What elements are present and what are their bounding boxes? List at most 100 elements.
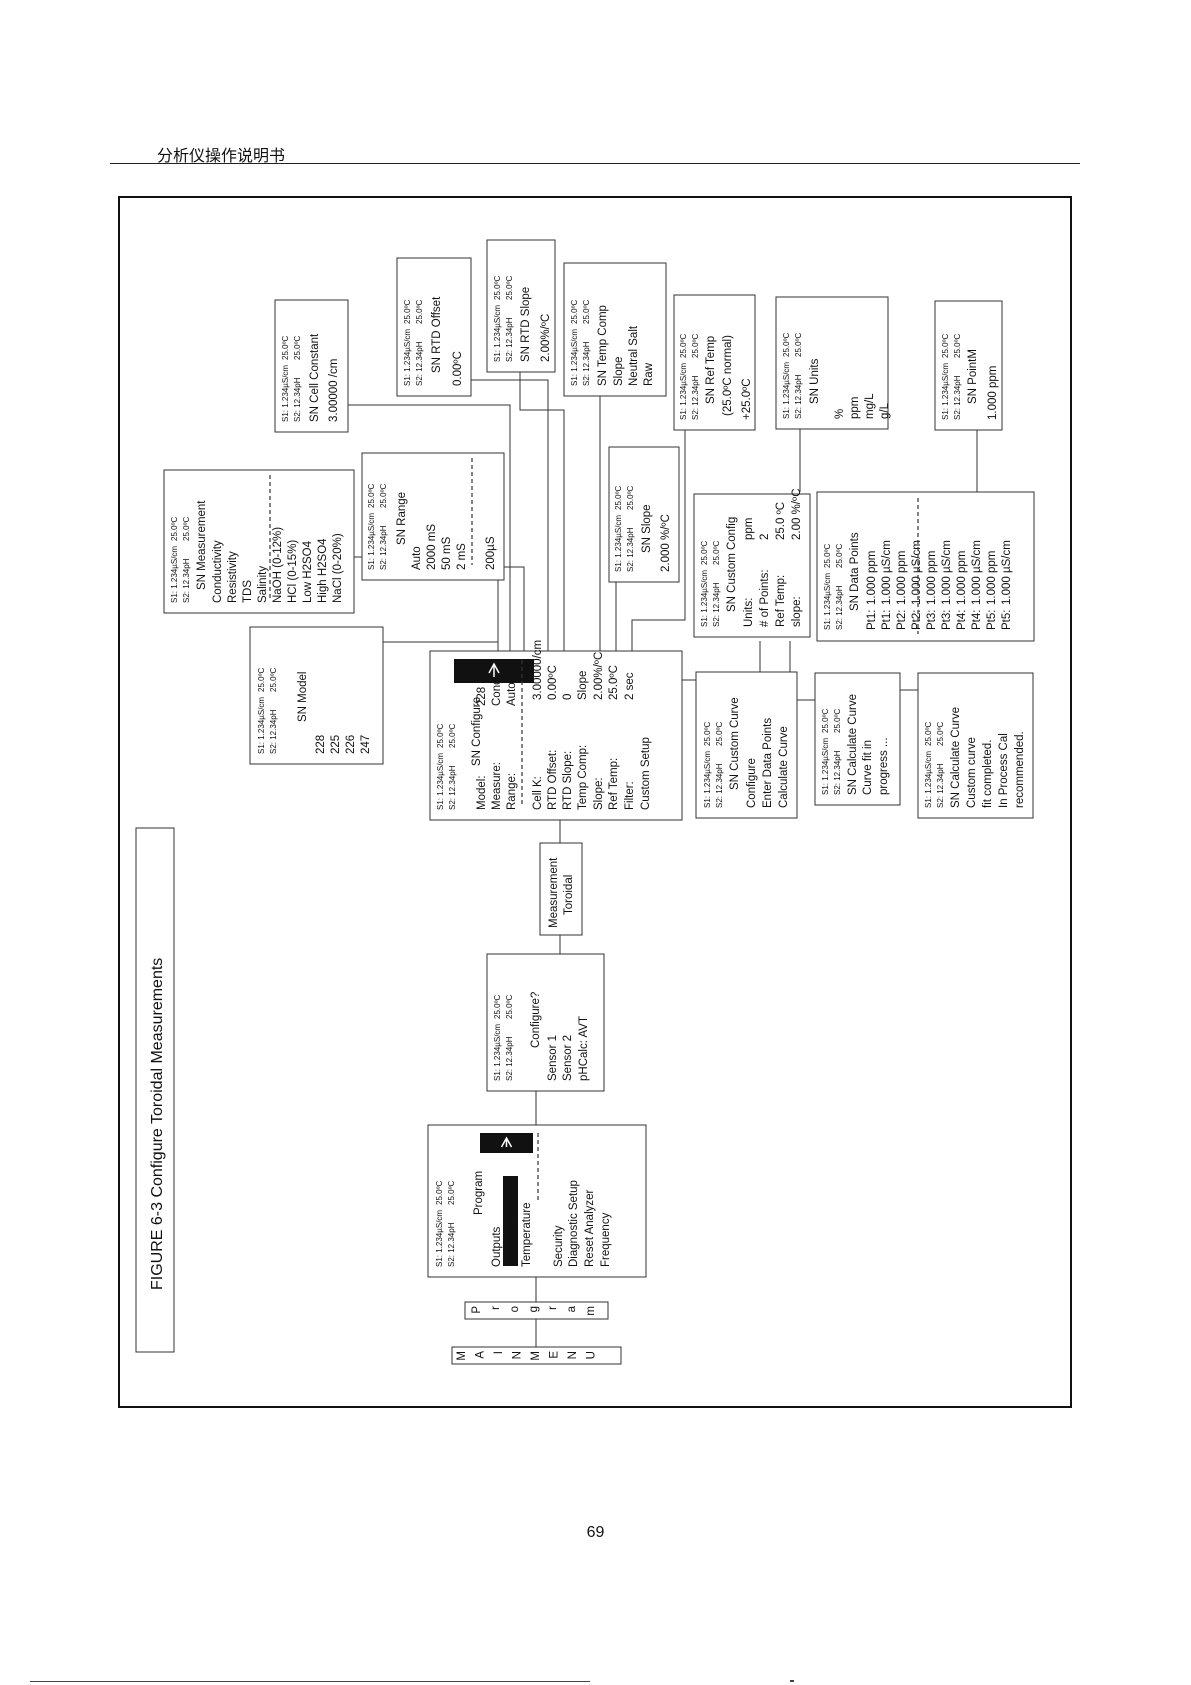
sn-custom-curve-screen — [695, 671, 798, 819]
sn-configure-screen-row-value: 2 sec — [624, 672, 636, 700]
sn-calculate-curve-done-screen-item: Custom curve — [966, 737, 978, 808]
program-screen-s2: S2: 12.34pH — [447, 1222, 456, 1267]
sn-configure-screen-row-value: Auto — [506, 682, 518, 706]
sn-cell-constant-screen-value: 3.00000 /cm — [328, 359, 340, 422]
sn-range-screen-s2: S2: 12.34pH — [379, 525, 388, 570]
main-menu-label-box — [451, 1346, 622, 1365]
sn-data-points-screen-s1: S1: 1.234µS/cm — [823, 573, 832, 630]
main-menu-letter: N — [512, 1351, 524, 1359]
sn-model-screen-title: SN Model — [297, 672, 309, 723]
sn-custom-curve-screen-item: Calculate Curve — [778, 726, 790, 808]
sn-ref-temp-screen-s1-temp: 25.0ºC — [679, 334, 688, 358]
sn-units-screen — [775, 296, 889, 430]
program-letter: r — [547, 1306, 559, 1310]
sn-slope-screen-s2-temp: 25.0ºC — [626, 486, 635, 510]
footer-mark — [790, 1680, 794, 1682]
sn-ref-temp-screen-value: +25.0ºC — [741, 378, 753, 420]
sn-data-points-screen-row-value: 1.000 µS/cm — [941, 540, 953, 605]
sn-configure-screen-row-label: RTD Offset: — [547, 750, 559, 810]
sn-data-points-screen-row-value: 1.000 ppm — [896, 551, 908, 605]
sn-range-screen-s1-temp: 25.0ºC — [367, 484, 376, 508]
sn-configure-screen-arrow-head — [488, 662, 500, 674]
screen-boxes: FIGURE 6-3 Configure Toroidal Measuremen… — [135, 239, 1035, 1365]
sn-configure-screen-row-value: 0 — [562, 694, 574, 700]
sn-custom-config-screen-s2-temp: 25.0ºC — [712, 541, 721, 565]
sn-measurement-screen-item: NaCl (0-20%) — [332, 533, 344, 603]
sn-data-points-screen-row-label: Pt4: — [956, 610, 968, 630]
sn-model-screen-item: 247 — [360, 735, 372, 754]
sn-configure-screen-row-label: Filter: — [624, 781, 636, 810]
sn-model-screen-item: 225 — [330, 735, 342, 754]
measurement-toroidal-line1: Measurement — [548, 857, 560, 928]
connector-snconfig-model — [383, 641, 499, 651]
program-screen-arrow-head — [500, 1136, 513, 1148]
sn-custom-config-screen-row-value: 2.00 %/ºC — [791, 488, 803, 540]
connector-snconfig-rtdoffset — [471, 379, 549, 651]
sn-data-points-screen-row-value: 1.000 ppm — [866, 551, 878, 605]
sn-units-screen-s1-temp: 25.0ºC — [782, 333, 791, 357]
sn-custom-config-screen-s2: S2: 12.34pH — [712, 582, 721, 627]
sn-data-points-screen-title: SN Data Points — [849, 532, 861, 611]
sn-temp-comp-screen-item: Raw — [643, 362, 655, 386]
sn-data-points-screen-row-value: 1.000 ppm — [956, 551, 968, 605]
sn-data-points-screen-s2: S2: 12.34pH — [835, 585, 844, 630]
program-letter: o — [509, 1306, 521, 1312]
main-menu-letter: N — [567, 1351, 579, 1359]
sn-rtd-slope-screen-s2: S2: 12.34pH — [505, 317, 514, 362]
sn-temp-comp-screen-item: Slope — [613, 357, 625, 386]
configure-screen — [486, 953, 605, 1092]
sn-units-screen-item: g/L — [879, 402, 891, 419]
program-letter: a — [566, 1305, 578, 1312]
sn-cell-constant-screen-s2-temp: 25.0ºC — [293, 336, 302, 360]
sn-calculate-curve-screen-s1-temp: 25.0ºC — [821, 709, 830, 733]
sn-range-screen-item: 50 mS — [441, 536, 453, 570]
sn-calculate-curve-done-screen-s2: S2: 12.34pH — [936, 763, 945, 808]
sn-custom-config-screen-row-label: # of Points: — [759, 569, 771, 627]
sn-model-screen-s2-temp: 25.0ºC — [269, 668, 278, 692]
sn-cell-constant-screen — [274, 299, 349, 433]
sn-rtd-offset-screen-s1: S1: 1.234µS/cm — [403, 329, 412, 386]
sn-configure-screen-row-label: Cell K: — [532, 776, 544, 810]
sn-calculate-curve-done-screen-item: In Process Cal — [998, 733, 1010, 808]
sn-slope-screen-value: 2.000 %/ºC — [660, 514, 672, 572]
sn-pointm-screen-s1-temp: 25.0ºC — [941, 334, 950, 358]
sn-custom-curve-screen-s2: S2: 12.34pH — [715, 763, 724, 808]
sn-rtd-offset-screen-s1-temp: 25.0ºC — [403, 300, 412, 324]
page-number: 69 — [586, 1524, 605, 1541]
sn-configure-screen-row-label: Ref Temp: — [608, 758, 620, 810]
sn-data-points-screen — [816, 491, 1035, 642]
sn-configure-screen-row-value: 2.00%/ºC — [593, 652, 605, 700]
sn-data-points-screen-s2-temp: 25.0ºC — [835, 544, 844, 568]
sn-custom-config-screen — [693, 493, 811, 638]
sn-calculate-curve-screen-s2-temp: 25.0ºC — [833, 709, 842, 733]
sn-ref-temp-screen — [673, 294, 756, 431]
sn-units-screen-item: ppm — [849, 397, 861, 419]
sn-units-screen-s1: S1: 1.234µS/cm — [782, 362, 791, 419]
sn-configure-screen-row-value: 25.0ºC — [608, 665, 620, 700]
figure-title-box — [135, 827, 175, 1353]
sn-rtd-slope-screen-title: SN RTD Slope — [520, 287, 532, 362]
sn-custom-config-screen-row-value: ppm — [743, 518, 755, 540]
sn-pointm-screen-value: 1.000 ppm — [987, 366, 999, 420]
sn-data-points-screen-row-value: 1.000 µS/cm — [971, 540, 983, 605]
sn-configure-screen-row-label: Temp Comp: — [577, 745, 589, 810]
program-screen-item-temperature: Temperature — [521, 1202, 533, 1267]
sn-data-points-screen-row-label: Pt3: — [926, 610, 938, 630]
program-screen-selected-highlight — [503, 1176, 518, 1266]
sn-rtd-offset-screen-title: SN RTD Offset — [431, 296, 443, 373]
connector-snconfig-reftemp — [631, 430, 686, 651]
sn-calculate-curve-screen — [814, 672, 901, 806]
sn-data-points-screen-row-label: Pt4: — [971, 610, 983, 630]
main-menu-letter: I — [493, 1351, 505, 1354]
sn-rtd-offset-screen-value: 0.00ºC — [452, 351, 464, 386]
sn-data-points-screen-row-value: 1.000 µS/cm — [881, 540, 893, 605]
figure-frame — [118, 196, 1072, 1408]
sn-configure-screen-row-label: Model: — [476, 775, 488, 810]
sn-configure-screen-row-value: 3.00000/cm — [532, 640, 544, 700]
sn-pointm-screen-title: SN PointM — [967, 349, 979, 404]
figure-title: FIGURE 6-3 Configure Toroidal Measuremen… — [149, 958, 166, 1290]
sn-model-screen-item: 228 — [315, 735, 327, 754]
sn-custom-config-screen-title: SN Custom Config — [726, 517, 738, 612]
sn-configure-screen-row-label: RTD Slope: — [562, 751, 574, 810]
